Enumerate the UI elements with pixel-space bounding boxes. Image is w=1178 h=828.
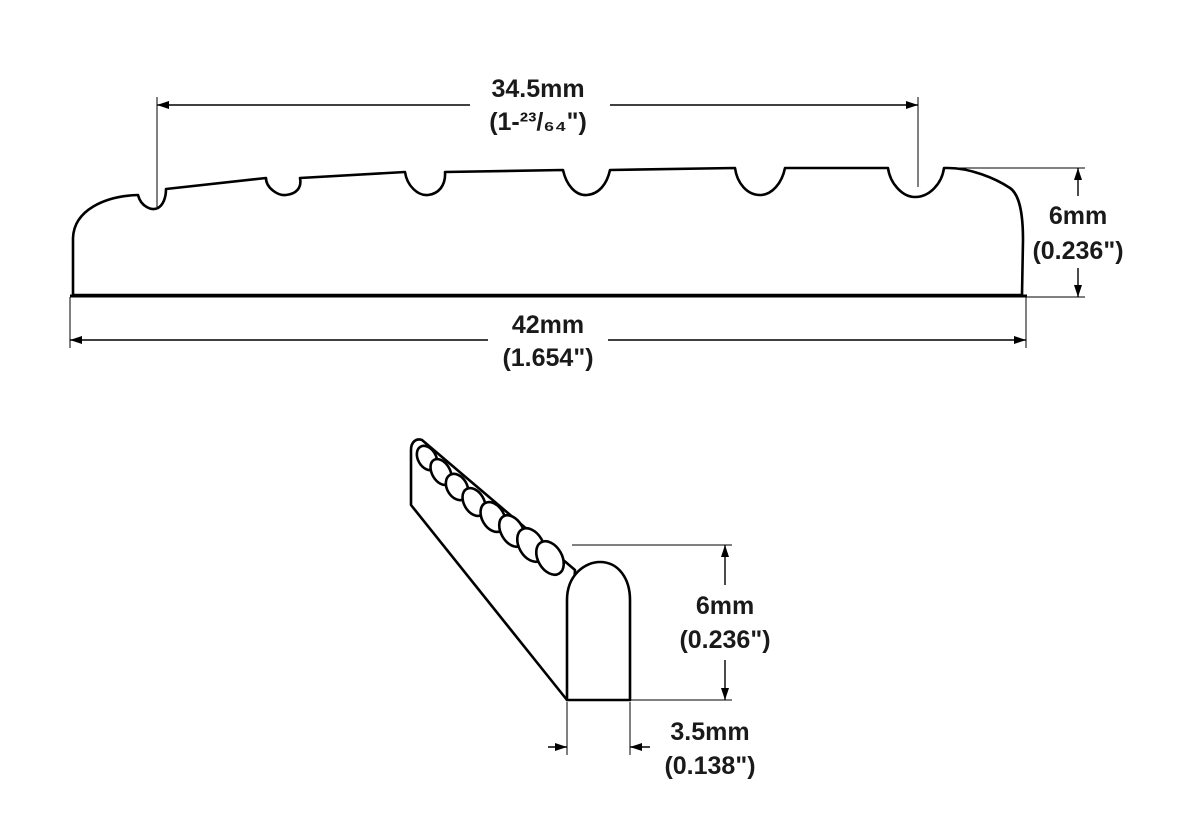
string-spread-metric-label: 34.5mm <box>491 75 584 103</box>
side-height-imperial-label: (0.236") <box>679 626 770 654</box>
overall-width-metric-label: 42mm <box>512 311 584 339</box>
front-height-metric-label: 6mm <box>1049 202 1107 230</box>
side-height-metric-label: 6mm <box>696 592 754 620</box>
front-height-imperial-label: (0.236") <box>1032 237 1123 265</box>
string-spread-dimension: 34.5mm (1-²³/₆₄") <box>156 72 919 207</box>
overall-width-imperial-label: (1.654") <box>502 344 593 372</box>
nut-end-face <box>565 560 632 702</box>
front-height-dimension: 6mm (0.236") <box>948 167 1134 298</box>
string-spread-imperial-label: (1-²³/₆₄") <box>489 108 587 136</box>
thickness-imperial-label: (0.138") <box>664 752 755 780</box>
side-view: 6mm (0.236") 3.5mm (0.138") <box>409 438 782 780</box>
nut-front-outline <box>71 166 1025 297</box>
thickness-dimension: 3.5mm (0.138") <box>548 702 756 780</box>
side-height-dimension: 6mm (0.236") <box>572 544 782 701</box>
front-view: 34.5mm (1-²³/₆₄") 42mm (1.654") 6mm (0.2… <box>69 72 1134 374</box>
thickness-metric-label: 3.5mm <box>670 718 749 746</box>
slot-bumps <box>415 444 566 577</box>
overall-width-dimension: 42mm (1.654") <box>69 297 1027 374</box>
